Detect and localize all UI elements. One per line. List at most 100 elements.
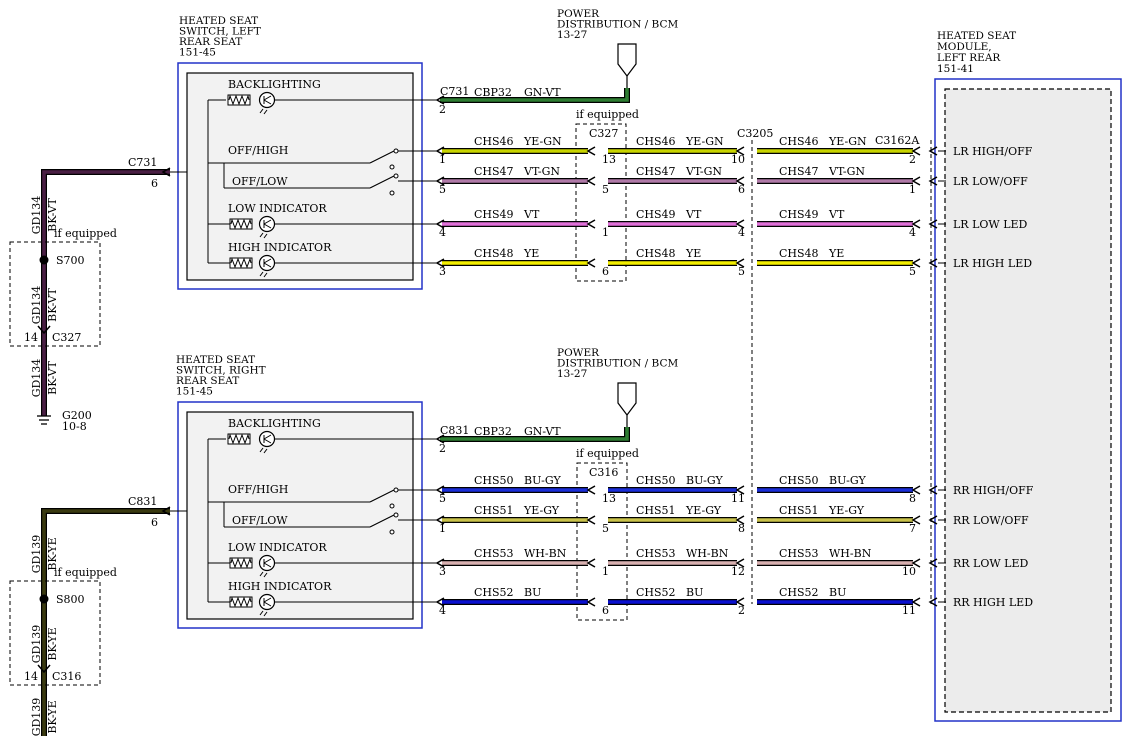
ground-conn-arrow bbox=[37, 325, 51, 335]
switch-item-off-high: OFF/HIGH bbox=[228, 483, 288, 496]
wire-arrow bbox=[911, 558, 921, 568]
power-source-icon bbox=[617, 43, 637, 77]
wire-color-b: BU bbox=[686, 586, 703, 599]
switch-item-backlighting: BACKLIGHTING bbox=[228, 417, 321, 430]
backlight-connector: C731 bbox=[440, 85, 469, 98]
high-indicator-resistor bbox=[229, 257, 253, 269]
connector-label-mid: C3205 bbox=[737, 127, 773, 140]
wire-color-c: VT-GN bbox=[828, 165, 865, 178]
wire-color-a: YE-GY bbox=[523, 504, 560, 517]
wire-arrow bbox=[735, 258, 745, 268]
equipped-label-mid: if equipped bbox=[576, 108, 639, 121]
equipped-box-ground bbox=[9, 580, 101, 686]
backlight-lamp-icon-circle bbox=[258, 430, 276, 448]
switch-pin-arrow bbox=[435, 258, 445, 268]
backlight-resistor-zigzag bbox=[228, 433, 250, 445]
wire-circuit-c: CHS50 bbox=[779, 474, 819, 487]
wire-color-c: BU-GY bbox=[829, 474, 866, 487]
switch-title-line: 151-45 bbox=[179, 47, 216, 59]
wire-circuit-c: CHS52 bbox=[779, 586, 819, 599]
power-title-line: 13-27 bbox=[557, 29, 587, 41]
wire-pin-2: 1 bbox=[602, 226, 609, 239]
wire-color-b: YE-GN bbox=[685, 135, 724, 148]
module-pin-arrow bbox=[928, 515, 938, 525]
module-pin-label: LR HIGH LED bbox=[953, 257, 1032, 270]
wire-color-a: VT-GN bbox=[523, 165, 560, 178]
wire-pin-4: 8 bbox=[909, 492, 916, 505]
wire-color-b: YE-GY bbox=[685, 504, 722, 517]
wire-pin-2: 6 bbox=[602, 604, 609, 617]
wire-color-c: YE-GY bbox=[828, 504, 865, 517]
wire-circuit-a: CHS50 bbox=[474, 474, 514, 487]
wire-arrow bbox=[586, 597, 596, 607]
ground-conn2: C327 bbox=[52, 331, 81, 344]
wire-pin-3: 4 bbox=[738, 226, 745, 239]
module-pin-label: LR LOW/OFF bbox=[953, 175, 1028, 188]
wire-pin-3: 10 bbox=[731, 153, 745, 166]
connector-label-module: C3162A bbox=[875, 134, 920, 147]
wire-circuit-a: CHS48 bbox=[474, 247, 514, 260]
wire-pin-2: 13 bbox=[602, 492, 616, 505]
switch-title-line: HEATED SEAT bbox=[179, 15, 258, 27]
switch-low-contact2 bbox=[389, 529, 395, 535]
wire-pin-1: 5 bbox=[439, 492, 446, 505]
wire-pin-4: 2 bbox=[909, 153, 916, 166]
switch-pin-arrow bbox=[435, 95, 445, 105]
wire-arrow bbox=[586, 558, 596, 568]
power-title-line: 13-27 bbox=[557, 368, 587, 380]
ground-wire-outline bbox=[41, 508, 170, 736]
ground-pin: 6 bbox=[151, 177, 158, 190]
high-indicator-lamp-icon bbox=[258, 593, 276, 617]
wire-color-a: YE-GN bbox=[523, 135, 562, 148]
wire-circuit-c: CHS46 bbox=[779, 135, 819, 148]
ground-ref: 10-8 bbox=[62, 420, 87, 433]
switch-pin-arrow bbox=[435, 434, 445, 444]
equipped-label-mid: if equipped bbox=[576, 447, 639, 460]
ground-vertical-ground_color: BK-YE bbox=[46, 537, 59, 570]
high-indicator-lamp-icon-rays bbox=[259, 610, 268, 617]
wire-color-a: BU-GY bbox=[524, 474, 561, 487]
power-title-line: POWER bbox=[557, 8, 600, 20]
ground-pin-arrow bbox=[161, 167, 171, 177]
wire-arrow bbox=[586, 146, 596, 156]
wire-circuit-c: CHS53 bbox=[779, 547, 819, 560]
switch-pin-arrow bbox=[435, 219, 445, 229]
splice-dot bbox=[39, 255, 49, 265]
wire-pin-4: 4 bbox=[909, 226, 916, 239]
switch-high-contact bbox=[393, 487, 399, 493]
ground-conn-arrow bbox=[37, 664, 51, 674]
switch-title-line: REAR SEAT bbox=[179, 36, 242, 48]
switch-high-blade bbox=[369, 150, 395, 164]
module-pin-label: RR LOW/OFF bbox=[953, 514, 1029, 527]
wire-arrow bbox=[586, 515, 596, 525]
equipped-box-mid bbox=[576, 462, 628, 621]
backlight-color: GN-VT bbox=[524, 86, 561, 99]
high-indicator-lamp-icon-glyph bbox=[263, 258, 272, 268]
module-pin-arrow bbox=[928, 558, 938, 568]
switch-inner-box bbox=[186, 72, 414, 281]
high-indicator-resistor bbox=[229, 596, 253, 608]
high-indicator-lamp-icon-circle bbox=[258, 593, 276, 611]
wire-arrow bbox=[735, 597, 745, 607]
wire-arrow bbox=[586, 485, 596, 495]
ground-wire bbox=[42, 509, 170, 736]
backlight-resistor-zigzag bbox=[228, 94, 250, 106]
wire-arrow bbox=[911, 597, 921, 607]
wire-pin-3: 6 bbox=[738, 183, 745, 196]
switch-inner-box bbox=[186, 411, 414, 620]
ground-vertical-ground_color-3: BK-VT bbox=[46, 360, 59, 394]
wire-circuit-a: CHS52 bbox=[474, 586, 514, 599]
wire-pin-3: 11 bbox=[731, 492, 745, 505]
ground-label: G200 bbox=[62, 409, 92, 422]
switch-pin-arrow bbox=[435, 176, 445, 186]
switch-title-line: 151-45 bbox=[176, 386, 213, 398]
equipped-box-mid bbox=[575, 123, 627, 282]
backlight-resistor bbox=[227, 94, 251, 106]
switch-title-line: SWITCH, RIGHT bbox=[176, 365, 266, 377]
wire-arrow bbox=[735, 558, 745, 568]
backlight-connector: C831 bbox=[440, 424, 469, 437]
wire-circuit-c: CHS48 bbox=[779, 247, 819, 260]
wire-pin-3: 2 bbox=[738, 604, 745, 617]
wire-arrow bbox=[911, 515, 921, 525]
wire-color-c: YE-GN bbox=[828, 135, 867, 148]
